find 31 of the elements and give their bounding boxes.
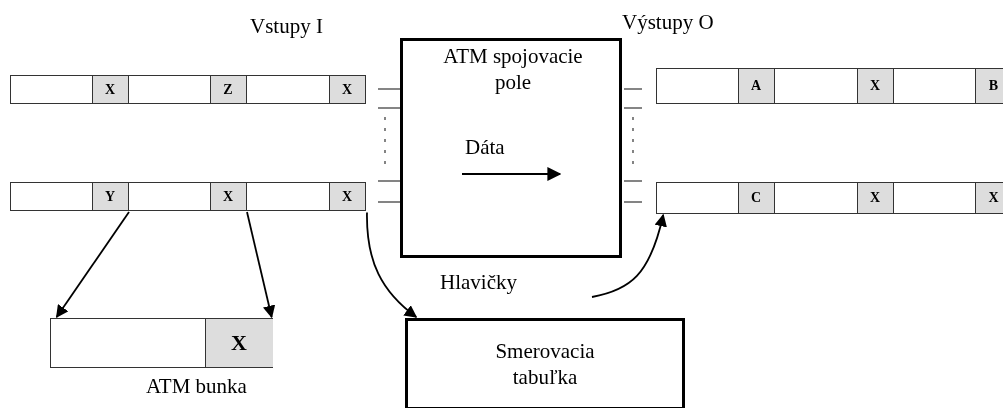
cell-caption: ATM bunka (146, 374, 247, 399)
routing-table-box (405, 318, 685, 408)
header-cell: X (974, 183, 1003, 213)
headers-label: Hlavičky (440, 270, 517, 295)
header-cell: X (91, 76, 129, 103)
input-label: Vstupy I (250, 14, 323, 39)
header-cell: B (974, 69, 1003, 103)
arrow (55, 211, 130, 319)
table-title: Smerovacia tabuľka (494, 338, 596, 390)
atm-cell-bar (50, 318, 273, 368)
header-cell: X (856, 183, 894, 213)
header-cell: Y (91, 183, 129, 210)
header-cell: X (328, 183, 366, 210)
arrow (366, 211, 418, 318)
queue-bar (10, 182, 366, 211)
arrow (591, 213, 667, 298)
header-cell: Z (209, 76, 247, 103)
queue-bar (10, 75, 366, 104)
header-cell: X (209, 183, 247, 210)
queue-bar (656, 182, 1003, 214)
header-cell: X (204, 319, 273, 367)
arrow (246, 211, 276, 319)
header-cell: X (328, 76, 366, 103)
data-label: Dáta (465, 135, 505, 160)
header-cell: X (856, 69, 894, 103)
switch-box (400, 38, 622, 258)
switch-title: ATM spojovacie pole (443, 43, 583, 95)
header-cell: C (737, 183, 775, 213)
output-label: Výstupy O (622, 10, 714, 35)
queue-bar (656, 68, 1003, 104)
header-cell: A (737, 69, 775, 103)
